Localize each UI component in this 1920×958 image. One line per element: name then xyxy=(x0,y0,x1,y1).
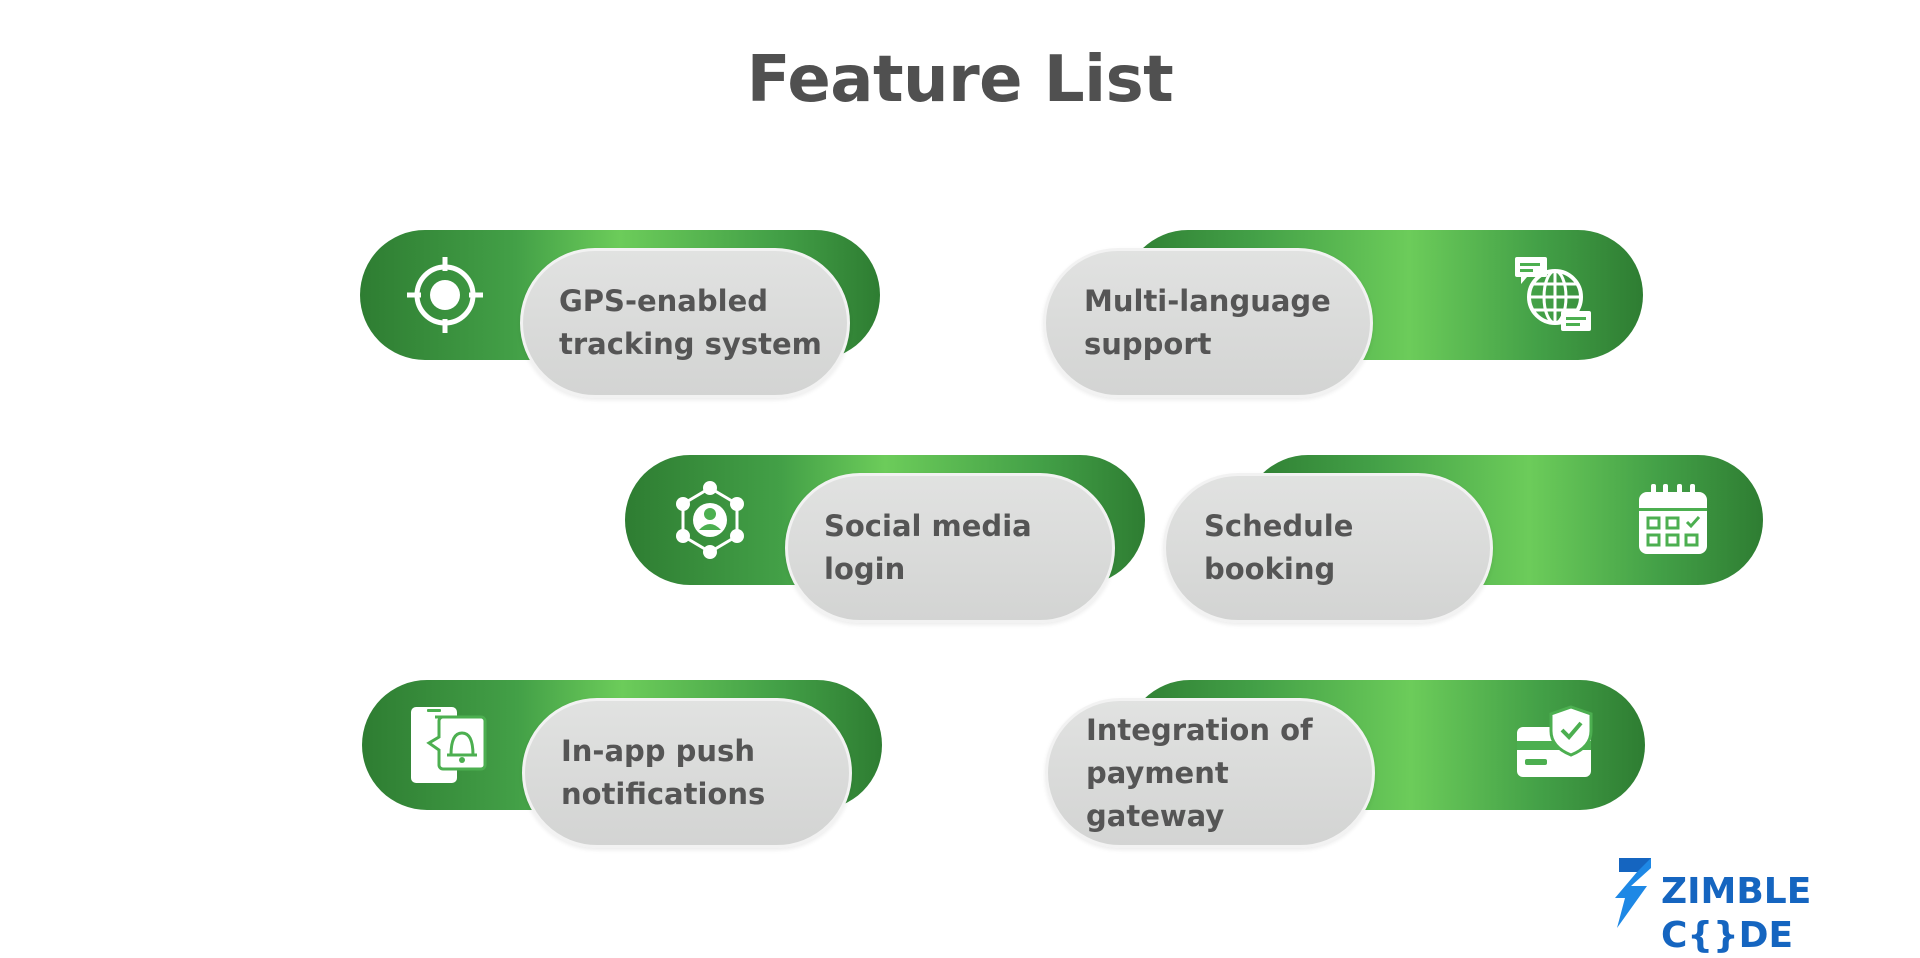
globe-chat-icon xyxy=(1513,255,1593,335)
page-title: Feature List xyxy=(746,43,1174,117)
feature-pill: GPS-enabled tracking system xyxy=(520,248,850,398)
social-network-icon xyxy=(670,480,750,560)
gps-target-icon xyxy=(405,255,485,335)
feature-payment-gateway: Integration of payment gateway xyxy=(1045,680,1645,848)
feature-label: In-app push notifications xyxy=(561,734,766,811)
feature-pill: Multi-language support xyxy=(1043,248,1373,398)
feature-label: Multi-language support xyxy=(1084,284,1331,361)
feature-pill: Social media login xyxy=(785,473,1115,623)
feature-multi-language: Multi-language support xyxy=(1043,230,1643,398)
feature-label: Schedule booking xyxy=(1204,509,1354,586)
feature-label: Integration of payment gateway xyxy=(1086,712,1313,833)
feature-schedule-booking: Schedule booking xyxy=(1163,455,1763,623)
feature-gps-tracking: GPS-enabled tracking system xyxy=(360,230,960,398)
calendar-icon xyxy=(1633,480,1713,560)
feature-social-login: Social media login xyxy=(625,455,1225,623)
zimble-z-logo xyxy=(1615,858,1651,928)
feature-label: Social media login xyxy=(824,509,1032,586)
phone-bell-icon xyxy=(407,705,487,785)
logo-text: ZIMBLE C{}DE xyxy=(1661,871,1812,956)
feature-pill: Schedule booking xyxy=(1163,473,1493,623)
card-shield-icon xyxy=(1515,705,1595,785)
feature-pill: In-app push notifications xyxy=(522,698,852,848)
feature-pill: Integration of payment gateway xyxy=(1045,698,1375,848)
brand-logo: ZIMBLE C{}DE xyxy=(1613,858,1909,956)
feature-label: GPS-enabled tracking system xyxy=(559,284,822,361)
feature-push-notifications: In-app push notifications xyxy=(362,680,962,848)
